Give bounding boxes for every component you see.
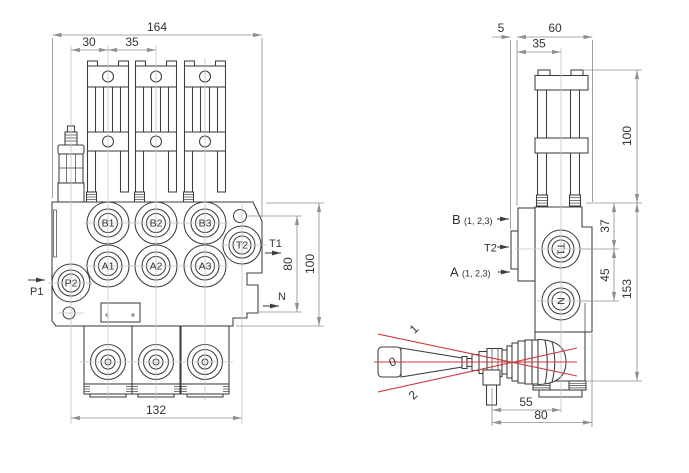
dim-lever-to-axis: 55 [519, 395, 533, 409]
lever-position-up: 1 [407, 321, 422, 336]
front-bottom-caps [83, 325, 230, 398]
port-label-b3: B3 [199, 218, 212, 230]
port-label-b2: B2 [150, 218, 163, 230]
port-label-t1: T1 [555, 243, 567, 255]
front-dimensions: 164 30 35 80 100 132 [52, 20, 324, 421]
side-centerlines [515, 48, 582, 413]
port-label-t2: T2 [236, 240, 248, 252]
side-view: T1 N 5 60 35 100 153 37 45 [374, 21, 642, 427]
stud-thread [182, 191, 195, 203]
side-t2-boss [510, 230, 519, 270]
dim-mount-span: 132 [146, 403, 166, 417]
stud-thread [535, 194, 582, 207]
front-centerlines [48, 45, 267, 424]
leader-a: A [450, 265, 459, 280]
dim-first-pitch: 30 [82, 35, 96, 49]
dim-tower-height: 100 [620, 126, 634, 146]
nameplate-rivet [131, 313, 135, 317]
dim-section-pitch: 35 [125, 35, 139, 49]
leader-t1: T1 [269, 238, 282, 250]
dim-port-span: 80 [281, 257, 295, 271]
front-leaders: P1 T1 N [28, 238, 286, 309]
mount-hole-top [232, 208, 248, 224]
leader-b: B [452, 212, 461, 227]
dim-body-height: 100 [303, 254, 317, 274]
lever-clevis [482, 369, 501, 386]
nameplate [100, 302, 141, 323]
leader-b-index: (1, 2,3) [464, 216, 493, 226]
stud-thread [133, 191, 146, 203]
tower-1 [85, 60, 130, 203]
leader-t2: T2 [484, 243, 497, 255]
side-port-block [517, 207, 536, 282]
lever-position-down: 2 [406, 387, 421, 402]
side-dimensions: 5 60 35 100 153 37 45 55 80 [491, 21, 642, 427]
dim-body-depth: 60 [548, 21, 562, 35]
dim-t2-boss-depth: 5 [498, 21, 505, 35]
dim-t1-from-top: 37 [598, 219, 612, 233]
port-label-p2: P2 [65, 278, 78, 290]
port-label-a2: A2 [150, 261, 163, 273]
dim-overall-height: 153 [620, 279, 634, 299]
leader-p1: P1 [30, 286, 43, 298]
front-view: B1 B2 B3 A1 A2 A3 T2 P2 164 30 35 80 [28, 20, 324, 424]
lever-position-neutral: 0 [387, 354, 398, 370]
lever-travel-lines [374, 333, 578, 393]
leader-n: N [278, 291, 286, 303]
port-label-n: N [555, 297, 567, 305]
side-bottom-threads [532, 380, 587, 391]
leader-a-index: (1, 2,3) [462, 269, 491, 279]
port-label-a3: A3 [199, 261, 212, 273]
dim-overall-width: 164 [147, 20, 167, 34]
port-label-b1: B1 [102, 218, 115, 230]
dim-t1-to-n: 45 [598, 268, 612, 282]
dim-stud-pitch: 35 [532, 37, 546, 51]
port-label-a1: A1 [102, 261, 115, 273]
tower-3 [182, 60, 227, 203]
tower-2 [133, 60, 178, 203]
stud-thread [85, 191, 98, 203]
lever-pin [485, 384, 498, 406]
front-port-labels: B1 B2 B3 A1 A2 A3 T2 P2 [65, 218, 249, 290]
side-bottom-cap [538, 389, 583, 398]
dim-lever-to-back: 80 [534, 408, 548, 422]
side-leaders: B (1, 2,3) T2 A (1, 2,3) [450, 212, 510, 280]
side-tower [534, 69, 589, 207]
lever-assembly [377, 338, 567, 406]
